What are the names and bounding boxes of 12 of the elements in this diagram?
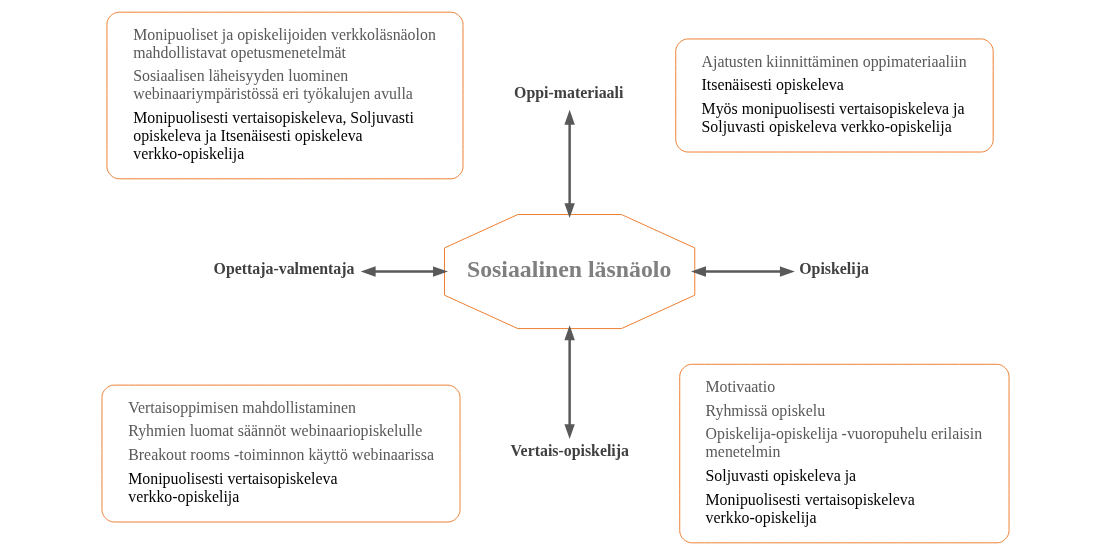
node-text: Oppi-materiaali [514, 84, 624, 102]
node-text: Vertais-opiskelija [510, 442, 629, 460]
node-box: Monipuoliset ja opiskelijoiden verkkoläsnäolon mahdollistavat opetusmenetelmät Sosiaalisen läheisyyden luominen webinaariympäristössä eri työkalujen avulla Monipuolisesti vertaisopiskeleva, Soljuvasti opiskeleva ja Itsenäisesti opiskeleva verkko-opiskelija [106, 11, 464, 180]
node-box: Ajatusten kiinnittäminen oppimateriaaliin Itsenäisesti opiskeleva Myös monipuolisesti vertaisopiskeleva ja Soljuvasti opiskeleva verkko-opiskelija [675, 38, 994, 153]
node-text: Opiskelija [799, 260, 869, 278]
node-box: Motivaatio Ryhmissä opiskelu Opiskelija-opiskelija -vuoropuhelu erilaisin menetelmin Soljuvasti opiskeleva ja Monipuolisesti vertaisopiskeleva verkko-opiskelija [679, 363, 1010, 544]
node-text: Opettaja-valmentaja [213, 260, 355, 278]
arrow [360, 266, 448, 277]
arrow [564, 109, 575, 219]
node-box: Vertaisoppimisen mahdollistaminen Ryhmien luomat säännöt webinaariopiskelulle Breakout rooms -toiminnon käyttö webinaarissa Monipuolisesti vertaisopiskeleva verkko-opiskelija [101, 384, 461, 523]
arrow [564, 325, 575, 440]
arrow [691, 266, 795, 277]
